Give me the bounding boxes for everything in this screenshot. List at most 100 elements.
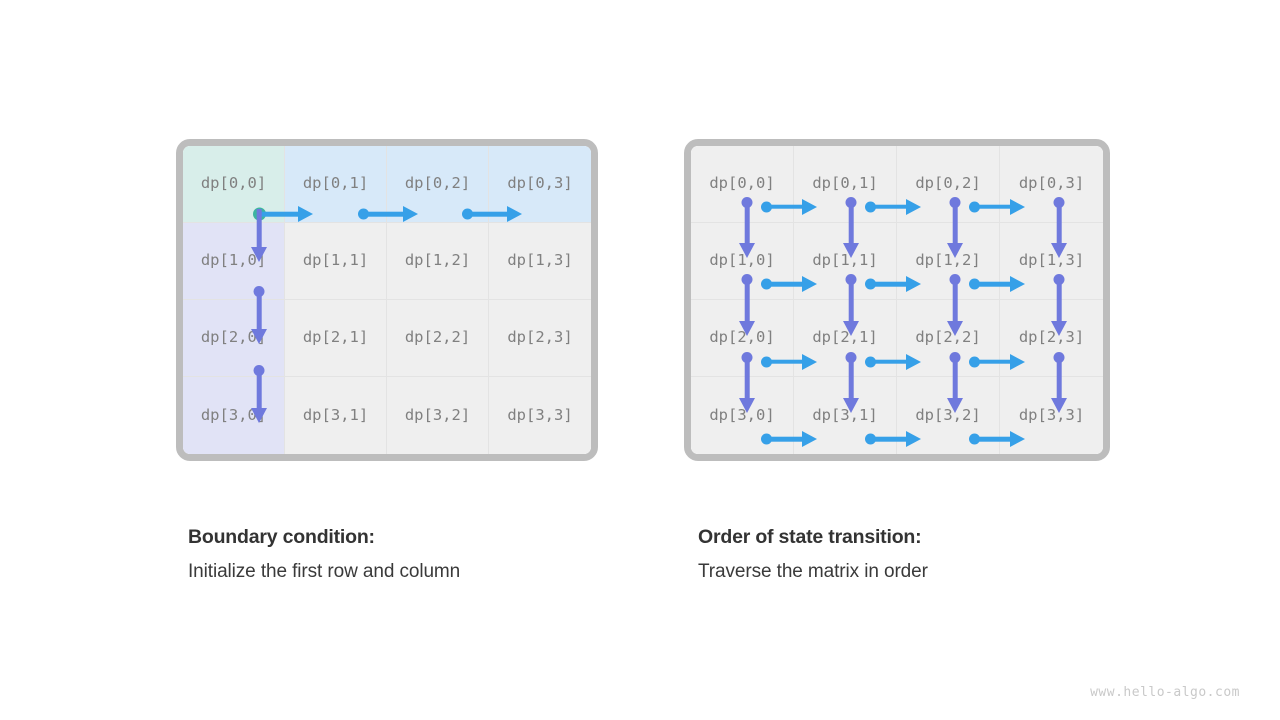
cell-label: dp[0,3]	[507, 174, 573, 192]
arrow-start-dot	[845, 274, 857, 286]
arrow-shaft	[952, 201, 958, 249]
arrow-down-2-0	[739, 351, 755, 414]
cell-label: dp[1,2]	[404, 251, 471, 269]
arrow-shaft	[952, 279, 958, 326]
cell-1-3: dp[1,3]	[1000, 223, 1103, 300]
cell-label: dp[2,1]	[302, 328, 369, 346]
cell-label: dp[1,1]	[302, 251, 369, 269]
arrow-shaft	[744, 279, 750, 326]
arrow-head	[1051, 398, 1067, 414]
panel-boundary-condition: dp[0,0] dp[0,1] dp[0,2] dp[0,3] dp[1,0] …	[176, 139, 598, 461]
cell-3-1: dp[3,1]	[285, 377, 387, 454]
arrow-right-0-2	[969, 198, 1025, 215]
arrow-right-1-0	[761, 276, 817, 293]
arrow-head	[843, 398, 859, 414]
arrow-down-1-2	[947, 274, 963, 336]
arrow-head	[1010, 431, 1025, 448]
cell-0-1: dp[0,1]	[285, 146, 387, 223]
arrow-down-0-2	[947, 196, 963, 259]
arrow-head	[906, 276, 921, 293]
arrow-down-1-3	[1051, 274, 1067, 336]
watermark: www.hello-algo.com	[1090, 685, 1240, 700]
arrow-start-dot	[761, 201, 772, 213]
arrow-start-dot	[865, 201, 876, 213]
cell-2-0: dp[2,0]	[691, 300, 794, 377]
caption-title: Order of state transition:	[698, 526, 922, 548]
arrow-start-dot	[761, 278, 772, 290]
arrow-start-dot	[969, 201, 980, 213]
arrow-right-3-2	[969, 431, 1025, 448]
cell-label: dp[1,3]	[1018, 251, 1085, 269]
arrow-start-dot	[761, 433, 772, 445]
caption-state-transition-order: Order of state transition: Traverse the …	[698, 526, 928, 580]
arrow-head	[1051, 243, 1067, 259]
caption-subtitle: Initialize the first row and column	[188, 560, 461, 582]
dp-grid-left: dp[0,0] dp[0,1] dp[0,2] dp[0,3] dp[1,0] …	[183, 146, 591, 454]
arrow-start-dot	[969, 278, 980, 290]
cell-0-0: dp[0,0]	[183, 146, 285, 223]
cell-label: dp[3,3]	[1018, 405, 1085, 424]
arrow-down-2-1	[843, 351, 859, 414]
cell-label: dp[2,0]	[709, 328, 775, 346]
arrow-shaft	[974, 436, 1015, 442]
arrow-head	[1051, 320, 1067, 336]
cell-label: dp[1,0]	[200, 251, 267, 269]
arrow-head	[802, 276, 817, 293]
cell-3-3: dp[3,3]	[489, 377, 591, 454]
arrow-start-dot	[949, 196, 961, 208]
cell-label: dp[3,2]	[404, 405, 471, 424]
arrow-shaft	[766, 436, 807, 442]
arrow-right-2-2	[969, 353, 1025, 370]
cell-label: dp[0,1]	[302, 174, 369, 192]
cell-3-0: dp[3,0]	[183, 377, 285, 454]
arrow-shaft	[744, 356, 750, 404]
arrow-head	[843, 243, 859, 259]
cell-3-2: dp[3,2]	[387, 377, 489, 454]
cell-2-0: dp[2,0]	[183, 300, 285, 377]
arrow-start-dot	[761, 356, 772, 368]
arrow-down-1-0	[739, 274, 755, 336]
arrow-head	[802, 353, 817, 370]
cell-label: dp[3,0]	[709, 405, 775, 424]
arrow-head	[843, 320, 859, 336]
arrow-down-2-2	[947, 351, 963, 414]
arrow-shaft	[974, 281, 1015, 287]
arrow-shaft	[870, 281, 911, 287]
arrow-head	[739, 320, 755, 336]
arrow-head	[947, 320, 963, 336]
arrow-shaft	[848, 201, 854, 249]
arrow-shaft	[766, 359, 807, 365]
arrow-start-dot	[969, 433, 980, 445]
cell-label: dp[2,0]	[200, 328, 267, 346]
arrow-start-dot	[845, 351, 857, 363]
arrow-shaft	[974, 359, 1015, 365]
cell-label: dp[3,3]	[507, 405, 573, 424]
arrow-shaft	[766, 204, 807, 210]
cell-label: dp[1,0]	[709, 251, 775, 269]
arrow-layer-right	[691, 146, 1103, 454]
arrow-head	[1010, 198, 1025, 215]
arrow-start-dot	[865, 433, 876, 445]
cell-label: dp[1,2]	[915, 251, 981, 269]
cell-label: dp[2,2]	[915, 328, 981, 346]
arrow-shaft	[766, 281, 807, 287]
cell-1-0: dp[1,0]	[691, 223, 794, 300]
arrow-start-dot	[845, 196, 857, 208]
arrow-shaft	[1056, 201, 1062, 249]
cell-label: dp[1,1]	[812, 251, 878, 269]
caption-boundary-condition: Boundary condition: Initialize the first…	[188, 527, 461, 582]
arrow-shaft	[1056, 356, 1062, 404]
arrow-shaft	[1056, 279, 1062, 326]
arrow-down-0-3	[1051, 196, 1067, 259]
arrow-start-dot	[949, 351, 961, 363]
cell-0-2: dp[0,2]	[387, 146, 489, 223]
arrow-start-dot	[1053, 274, 1065, 286]
cell-label: dp[0,0]	[709, 174, 775, 192]
arrow-right-2-1	[865, 353, 921, 370]
cell-label: dp[2,3]	[507, 328, 573, 346]
cell-2-2: dp[2,2]	[387, 300, 489, 377]
arrow-head	[947, 243, 963, 259]
arrow-shaft	[974, 204, 1015, 210]
arrow-head	[906, 198, 921, 215]
